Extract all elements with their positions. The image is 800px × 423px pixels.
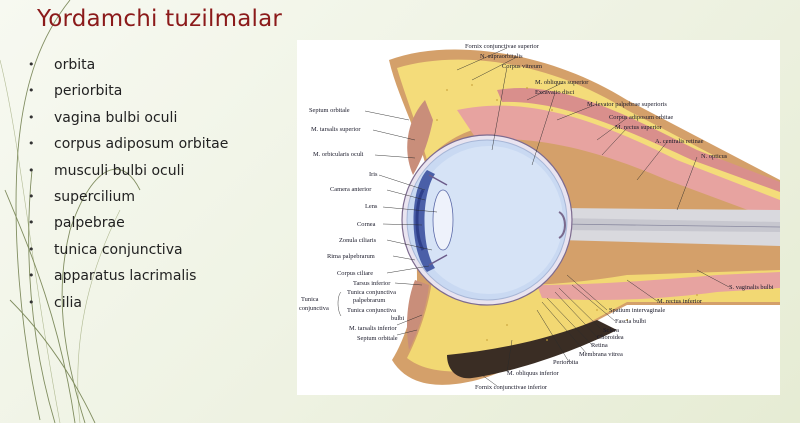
label-m-obliquus-inferior: M. obliquus inferior (507, 370, 560, 377)
label-corpus-ciliare: Corpus ciliare (337, 270, 373, 277)
eyelids (407, 100, 433, 350)
bullet-icon: • (28, 137, 35, 151)
label-tarsus-inferior: Tarsus inferior (353, 280, 391, 287)
label-a-centralis-retinae: A. centralis retinae (655, 138, 704, 145)
label-tunica-bulbi-b: bulbi (391, 315, 404, 322)
label-fornix-superior: Fornix conjunctivae superior (465, 43, 540, 50)
label-membrana-vitrea: Membrana vitrea (579, 351, 623, 358)
label-s-vaginalis-bulbi: S. vaginalis bulbi (729, 284, 774, 291)
label-septum-orbitale-inferior: Septum orbitale (357, 335, 398, 342)
leader-lines (364, 47, 730, 387)
label-camera-anterior: Camera anterior (330, 186, 372, 193)
label-m-orbicularis-oculi: M. orbicularis oculi (313, 151, 364, 158)
label-lens: Lens (365, 203, 378, 210)
label-corpus-adiposum: Corpus adiposum orbitae (609, 114, 673, 121)
bullet-icon: • (28, 216, 35, 230)
label-m-obliquus-superior: M. obliquus superior (535, 79, 589, 86)
bullet-icon: • (28, 242, 35, 256)
label-m-levator: M. levator palpebrae superioris (587, 101, 667, 108)
label-m-rectus-inferior: M. rectus inferior (657, 298, 703, 305)
label-periorbita: Periorbita (553, 359, 578, 366)
bullet-icon: • (28, 163, 35, 177)
slide-title: Yordamchi tuzilmalar (37, 6, 283, 32)
bullet-icon: • (28, 110, 35, 124)
brace-icon (337, 291, 342, 317)
label-m-rectus-superior: M. rectus superior (615, 124, 663, 131)
label-tunica-bulbi-a: Tunica conjunctiva (347, 307, 396, 314)
label-sclera: Sclera (603, 327, 619, 334)
eye-anatomy-figure: Fornix conjunctivae superior N. supraorb… (297, 40, 780, 395)
label-spatium-intervaginale: Spatium intervaginale (609, 307, 665, 314)
label-conjunctiva: conjunctiva (299, 305, 329, 312)
label-fornix-inferior: Fornix conjunctivae inferior (475, 384, 548, 391)
bullet-icon: • (28, 84, 35, 98)
bullet-icon: • (28, 58, 35, 71)
label-m-tarsalis-superior: M. tarsalis superior (311, 126, 361, 133)
label-n-opticus: N. opticus (701, 153, 728, 160)
label-tunica-palpebrarum-b: palpebrarum (353, 297, 385, 304)
label-fascia-bulbi: Fascia bulbi (615, 318, 646, 325)
label-tunica-palpebrarum-a: Tunica conjunctiva (347, 289, 396, 296)
label-cornea: Cornea (357, 221, 376, 228)
label-excavatio-disci: Excavatio disci (535, 89, 574, 96)
label-tunica: Tunica (301, 296, 319, 303)
bullet-icon: • (28, 269, 35, 283)
anatomy-labels: Fornix conjunctivae superior N. supraorb… (299, 43, 774, 391)
eyeball (401, 134, 573, 306)
label-septum-orbitale: Septum orbitale (309, 107, 350, 114)
bullet-icon: • (28, 189, 35, 203)
label-m-tarsalis-inferior: M. tarsalis inferior (349, 325, 398, 332)
label-zonula-ciliaris: Zonula ciliaris (339, 237, 377, 244)
label-retina: Retina (591, 342, 608, 349)
eye-cross-section-diagram: Fornix conjunctivae superior N. supraorb… (299, 43, 780, 391)
label-iris: Iris (369, 171, 378, 178)
label-choroidea: Choroidea (597, 334, 624, 341)
bullet-icon: • (28, 295, 35, 309)
label-rima-palpebrarum: Rima palpebrarum (327, 253, 375, 260)
label-corpus-vitreum: Corpus vitreum (502, 63, 542, 70)
label-n-supraorbitalis: N. supraorbitalis (480, 53, 523, 60)
